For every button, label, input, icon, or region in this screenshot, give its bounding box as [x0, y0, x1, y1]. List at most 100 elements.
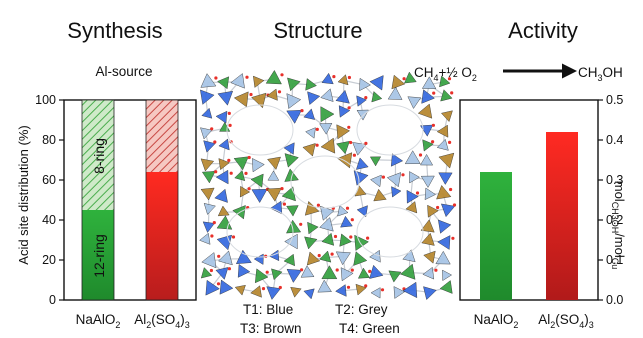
tetrahedron	[393, 286, 406, 299]
tetrahedron	[250, 285, 262, 298]
oxygen-atom	[212, 221, 216, 225]
oxygen-atom	[317, 253, 321, 258]
tetrahedron	[269, 200, 283, 215]
tetrahedron	[253, 253, 264, 265]
oxygen-atom	[245, 75, 249, 79]
tetrahedron	[420, 124, 434, 137]
tetrahedron	[217, 90, 234, 106]
tetrahedron	[421, 232, 435, 246]
tetrahedron	[319, 250, 332, 263]
zeolite-structure	[199, 70, 457, 300]
oxygen-atom	[368, 269, 372, 273]
tetrahedron	[391, 74, 406, 90]
tetrahedron	[267, 170, 280, 181]
tetrahedron	[218, 138, 230, 151]
activity-chart-frame	[459, 99, 599, 301]
tetrahedron	[422, 266, 435, 280]
tetrahedron	[441, 110, 453, 122]
reactant-mid: +½ O	[439, 65, 472, 80]
oxygen-atom	[299, 222, 303, 226]
tetrahedron	[320, 137, 336, 154]
product-ch: CH	[578, 65, 598, 80]
acid-ytick-label-60: 60	[42, 173, 56, 187]
tetrahedron	[300, 265, 315, 278]
tetrahedron	[409, 171, 420, 184]
acid-ytick-label-0: 0	[49, 293, 56, 307]
oxygen-atom	[451, 236, 455, 240]
tetrahedron	[200, 89, 215, 105]
tetrahedron	[353, 251, 368, 266]
tetrahedron	[373, 188, 387, 202]
tetrahedron	[307, 91, 321, 105]
oxygen-atom	[278, 285, 282, 290]
tetrahedron	[286, 93, 302, 109]
tetrahedron	[440, 203, 456, 218]
tetrahedron	[317, 279, 332, 293]
tetrahedron	[340, 215, 353, 228]
tetrahedron	[307, 221, 319, 235]
tetrahedron	[287, 77, 301, 92]
tetrahedron	[215, 267, 229, 280]
tetrahedron	[218, 250, 233, 266]
tetrahedron	[405, 201, 418, 214]
tetrahedron	[215, 169, 229, 185]
oxygen-atom	[380, 288, 385, 292]
tetrahedron	[336, 124, 351, 140]
legend-t2: T2: Grey	[335, 302, 388, 317]
tetrahedron	[201, 171, 216, 184]
ring-pore	[226, 206, 294, 258]
tetrahedron	[217, 76, 230, 90]
oxygen-atom	[436, 205, 440, 210]
oxygen-atom	[213, 140, 217, 144]
tetrahedron	[335, 251, 351, 266]
tetrahedron	[201, 252, 217, 269]
tetrahedron	[438, 172, 453, 185]
tetrahedron	[286, 268, 302, 283]
tetrahedron	[305, 127, 316, 139]
tetrahedron	[200, 73, 217, 88]
acid-ytick-label-100: 100	[35, 93, 56, 107]
reaction-equation: CH4+½ O2 CH3OH	[414, 63, 623, 83]
tetrahedron	[335, 284, 347, 297]
oxygen-atom	[316, 203, 320, 207]
tetrahedron	[423, 250, 436, 264]
oxygen-atom	[261, 287, 266, 291]
oxygen-atom	[347, 75, 351, 80]
oxygen-atom	[217, 254, 221, 258]
tetrahedron	[319, 123, 333, 135]
oxygen-atom	[350, 218, 354, 222]
tetrahedron	[219, 279, 234, 295]
oxygen-atom	[227, 158, 231, 162]
tetrahedron	[439, 75, 451, 88]
tetrahedron	[265, 70, 282, 85]
oxygen-atom	[277, 90, 282, 94]
oxygen-atom	[249, 92, 253, 97]
tetrahedron	[303, 288, 315, 300]
tetrahedron	[404, 71, 417, 84]
tetrahedron	[340, 267, 354, 282]
tetrahedron	[356, 157, 369, 170]
oxygen-atom	[431, 123, 435, 127]
tetrahedron	[337, 74, 349, 86]
tetrahedron	[337, 205, 349, 217]
oxygen-atom	[432, 91, 436, 95]
tetrahedron	[234, 170, 246, 181]
oxygen-atom	[333, 234, 338, 239]
activity-ytick-label-5: 0.5	[606, 93, 623, 107]
tetrahedron	[306, 251, 321, 266]
tetrahedron	[438, 219, 452, 234]
bar-upper-0	[82, 100, 114, 210]
svg-text:CH4+½ O2: CH4+½ O2	[414, 65, 477, 83]
oxygen-atom	[280, 187, 284, 191]
tetrahedron	[230, 73, 245, 89]
tetrahedron	[437, 235, 451, 250]
oxygen-atom	[346, 285, 351, 289]
tetrahedron	[390, 153, 404, 167]
oxygen-atom	[402, 77, 406, 81]
oxygen-atom	[300, 268, 304, 272]
bar-lower-0	[82, 210, 114, 300]
legend-t3: T3: Brown	[240, 321, 302, 336]
